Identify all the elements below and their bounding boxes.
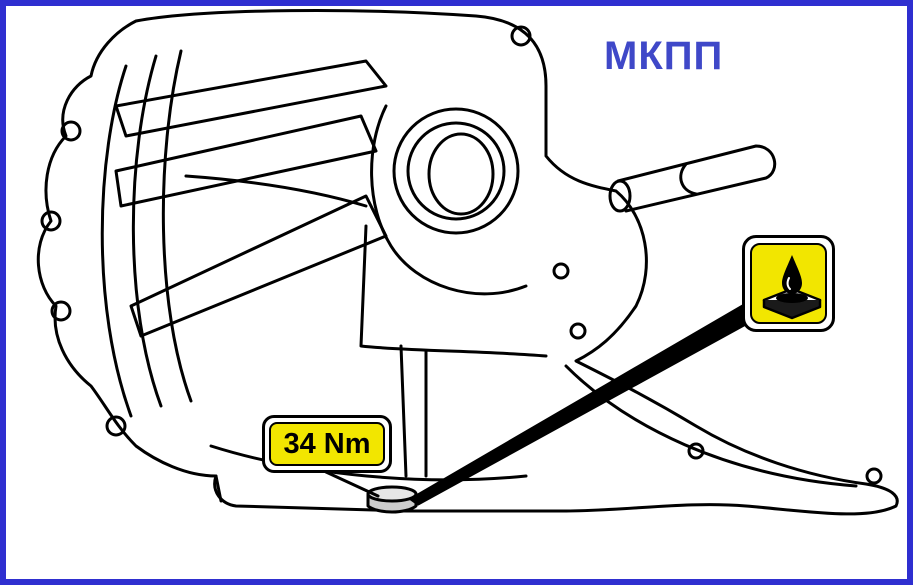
torque-callout: 34 Nm (262, 415, 392, 473)
sealant-drop-icon (762, 255, 822, 320)
sealant-leader (409, 302, 753, 506)
transmission-title: МКПП (604, 34, 724, 78)
torque-value: 34 Nm (269, 422, 385, 466)
torque-leader (324, 470, 380, 498)
sealant-callout (742, 235, 835, 332)
bell-housing-outline (36, 9, 899, 516)
gearbox-housing-drawing (36, 9, 899, 516)
